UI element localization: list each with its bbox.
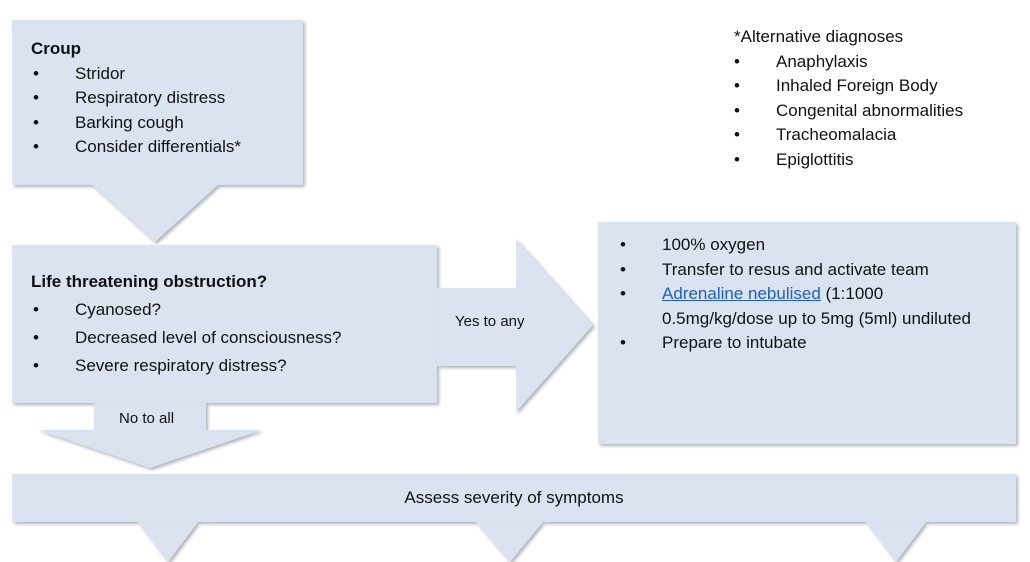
list-item: Cyanosed? <box>31 296 431 324</box>
list-item: Decreased level of consciousness? <box>31 324 431 352</box>
obstruction-title: Life threatening obstruction? <box>31 272 268 291</box>
list-item: Respiratory distress <box>31 86 301 111</box>
list-item: 100% oxygen <box>618 233 998 258</box>
list-item: Epiglottitis <box>732 148 1027 173</box>
obstruction-list: Cyanosed? Decreased level of consciousne… <box>31 296 431 380</box>
adrenaline-nebulised-link[interactable]: Adrenaline nebulised <box>662 284 821 303</box>
croup-box: Croup Stridor Respiratory distress Barki… <box>31 37 301 160</box>
severity-banner-label: Assess severity of symptoms <box>404 488 624 507</box>
yes-to-any-label: Yes to any <box>455 313 525 330</box>
no-arrow-shape <box>38 403 262 468</box>
severity-banner-shape <box>12 474 1016 522</box>
adrenaline-dose-text: (1:1000 0.5mg/kg/dose up to 5mg (5ml) un… <box>662 284 972 328</box>
obstruction-box: Life threatening obstruction? Cyanosed? … <box>31 268 431 380</box>
actions-box: 100% oxygen Transfer to resus and activa… <box>618 233 998 356</box>
alternatives-list: Anaphylaxis Inhaled Foreign Body Congeni… <box>732 50 1027 173</box>
alternatives-title: *Alternative diagnoses <box>734 27 904 46</box>
list-item: Prepare to intubate <box>618 331 998 356</box>
croup-title: Croup <box>31 39 82 58</box>
croup-list: Stridor Respiratory distress Barking cou… <box>31 62 301 160</box>
list-item: Tracheomalacia <box>732 123 1027 148</box>
list-item: Severe respiratory distress? <box>31 352 431 380</box>
list-item: Adrenaline nebulised (1:1000 0.5mg/kg/do… <box>618 282 998 331</box>
list-item: Congenital abnormalities <box>732 99 1027 124</box>
list-item: Consider differentials* <box>31 135 301 160</box>
list-item: Inhaled Foreign Body <box>732 74 1027 99</box>
alternatives-box: *Alternative diagnoses Anaphylaxis Inhal… <box>732 25 1027 172</box>
list-item: Stridor <box>31 62 301 87</box>
no-to-all-label: No to all <box>119 410 175 427</box>
list-item: Transfer to resus and activate team <box>618 258 998 283</box>
actions-list: 100% oxygen Transfer to resus and activa… <box>618 233 998 356</box>
severity-arrow-right <box>866 522 926 562</box>
severity-arrow-left <box>138 522 198 562</box>
yes-arrow-shape <box>437 239 593 412</box>
severity-arrow-middle <box>476 522 543 562</box>
list-item: Anaphylaxis <box>732 50 1027 75</box>
list-item: Barking cough <box>31 111 301 136</box>
